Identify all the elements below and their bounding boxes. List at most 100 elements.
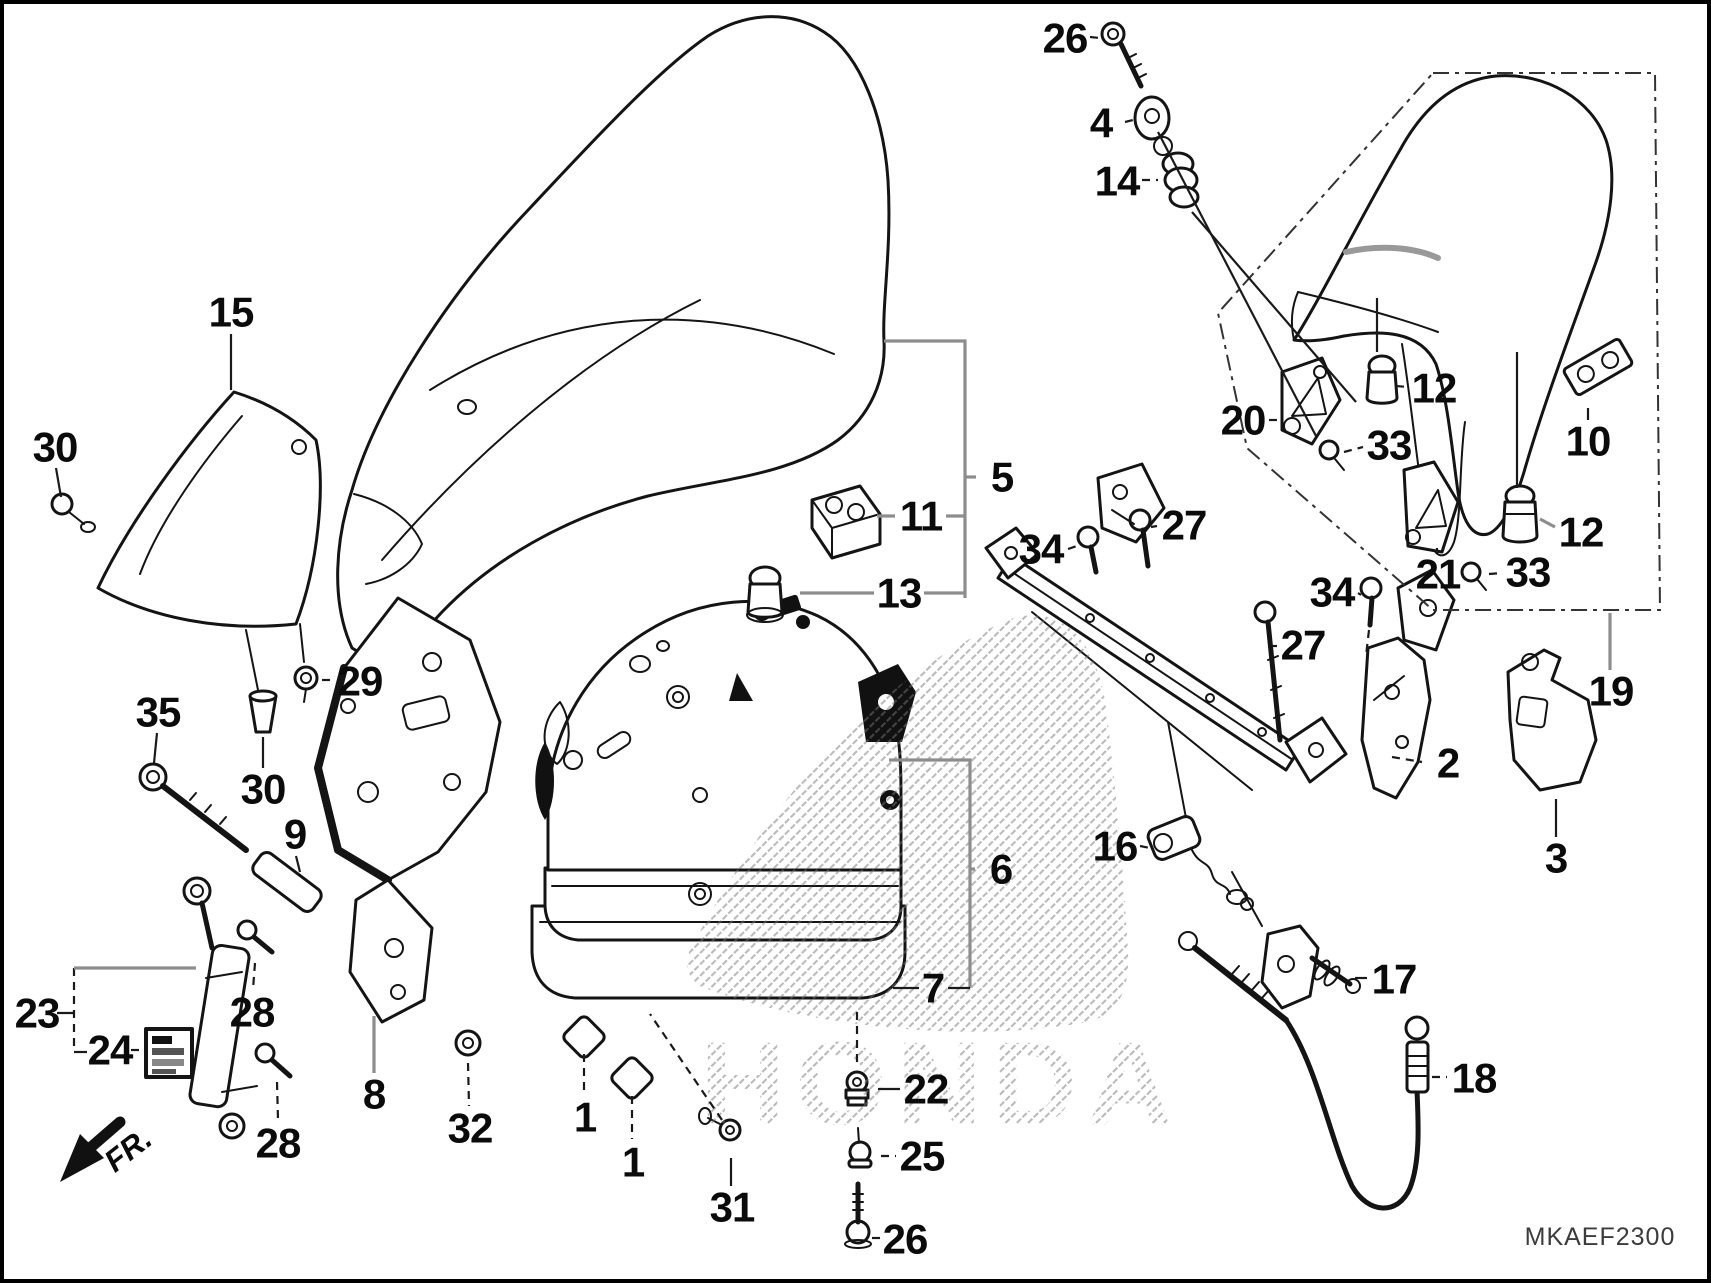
rubber-nut-22-part: [844, 1070, 870, 1107]
leader-line: [152, 732, 159, 764]
bolt-28-upper-part: [236, 919, 275, 955]
lock-striker-17-part: [1260, 924, 1361, 1010]
callout-18: 18: [1452, 1055, 1497, 1102]
arrow-head-icon: [60, 1134, 104, 1182]
leader-line: [1067, 544, 1078, 551]
callout-5: 5: [991, 454, 1014, 501]
screw-29-part: [293, 665, 319, 703]
leader-line: [251, 962, 257, 990]
seat-cushion-rubber-1-part: [562, 1015, 654, 1100]
seat-lock-cable-18-part: [1178, 931, 1430, 1211]
hinge-bracket-20-part: [1280, 356, 1342, 446]
callout-1: 1: [622, 1139, 645, 1186]
callout-14: 14: [1095, 158, 1141, 205]
screw-30-left-part: [50, 492, 96, 533]
callout-9: 9: [284, 811, 306, 858]
callout-33: 33: [1367, 422, 1412, 469]
hinge-bracket-21-part: [1402, 460, 1460, 554]
screw-31-part: [698, 1107, 742, 1142]
collar-9-part: [251, 851, 323, 913]
seat-latch-16-part: [1146, 815, 1254, 911]
callout-8: 8: [363, 1071, 386, 1118]
callout-23: 23: [15, 990, 60, 1037]
bolt-28-lower-part: [254, 1042, 293, 1079]
leader-line: [889, 758, 972, 988]
callout-34: 34: [1019, 526, 1065, 573]
callout-19: 19: [1589, 668, 1634, 715]
leader-line: [1150, 524, 1158, 529]
callout-22: 22: [904, 1066, 949, 1113]
leader-line: [649, 1013, 723, 1121]
leader-line: [54, 467, 63, 498]
leader-line: [884, 339, 967, 598]
callout-25: 25: [900, 1133, 945, 1180]
bolt-33-lower-part: [1460, 561, 1487, 591]
lock-bracket-3-part: [1506, 648, 1598, 792]
main-seat-part: [336, 15, 891, 660]
nut-32-part: [454, 1029, 482, 1057]
seat-rail-frame-part: [984, 462, 1456, 927]
grommet-13-part: [746, 565, 784, 623]
callout-30: 30: [33, 424, 78, 471]
callout-34: 34: [1310, 569, 1356, 616]
side-cover-part: [96, 390, 322, 691]
callout-15: 15: [209, 289, 254, 336]
leader-line: [1395, 384, 1409, 389]
fr-direction-arrow: FR.: [60, 1116, 158, 1182]
pillion-seat-part: [1290, 74, 1614, 557]
callout-10: 10: [1566, 418, 1611, 465]
bolt-34-left-part: [1076, 525, 1100, 575]
callout-26: 26: [1043, 15, 1088, 62]
pivot-bolt-35-part: [138, 762, 249, 853]
callout-17: 17: [1372, 956, 1417, 1003]
bolt-25-part: [847, 1127, 873, 1169]
callout-12: 12: [1559, 509, 1604, 556]
callout-13: 13: [877, 570, 922, 617]
grommet-12-upper-part: [1365, 354, 1399, 405]
leader-line: [1089, 35, 1101, 40]
callout-12: 12: [1412, 365, 1457, 412]
leader-line: [466, 1062, 471, 1107]
leader-line: [275, 1081, 280, 1121]
callout-32: 32: [448, 1105, 493, 1152]
callout-3: 3: [1545, 835, 1567, 882]
gas-strut-23-part: [182, 876, 258, 1140]
callout-33: 33: [1506, 549, 1551, 596]
leader-line: [1124, 118, 1134, 124]
label-sticker-24-part: [144, 1027, 194, 1079]
callout-31: 31: [710, 1184, 755, 1231]
callout-1: 1: [574, 1094, 597, 1141]
bolt-34-right-part: [1359, 576, 1383, 628]
callout-29: 29: [338, 658, 383, 705]
grommet-12-lower-part: [1501, 484, 1539, 544]
rubber-mount-14-part: [1161, 151, 1200, 209]
brand-watermark: HONDA: [686, 615, 1180, 1150]
leader-line: [1488, 571, 1503, 576]
callout-35: 35: [136, 689, 181, 736]
leader-line: [1139, 844, 1151, 850]
cushion-block-11-part: [810, 484, 882, 560]
callout-30: 30: [241, 766, 286, 813]
callout-11: 11: [900, 493, 943, 540]
callout-28: 28: [230, 989, 275, 1036]
leader-line: [1191, 211, 1357, 403]
callout-2: 2: [1437, 740, 1459, 787]
washer-4-part: [1133, 95, 1173, 156]
callout-27: 27: [1162, 502, 1207, 549]
diagram-code: MKAEF2300: [1525, 1223, 1676, 1251]
bolt-33-upper-part: [1318, 439, 1345, 471]
callout-27: 27: [1281, 622, 1326, 669]
bolt-27-left-part: [1128, 508, 1152, 569]
bolt-27-right-part: [1253, 600, 1285, 743]
callout-4: 4: [1090, 100, 1114, 147]
arrow-shaft: [84, 1116, 126, 1154]
watermark-text: HONDA: [700, 1018, 1180, 1150]
callout-7: 7: [922, 965, 944, 1012]
cushion-block-10-part: [1562, 337, 1634, 397]
leader-line: [294, 855, 302, 873]
leader-line: [1364, 629, 1371, 657]
seat-hinge-8-part: [314, 596, 502, 1024]
callout-6: 6: [990, 846, 1012, 893]
